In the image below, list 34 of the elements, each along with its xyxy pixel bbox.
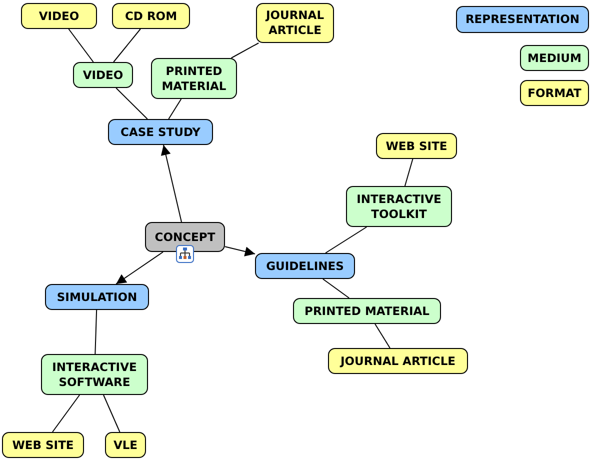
concept-node: VLE <box>105 432 146 458</box>
concept-node: PRINTED MATERIAL <box>151 58 237 99</box>
concept-node: SIMULATION <box>45 284 149 310</box>
connector-line <box>374 324 390 348</box>
concept-node: INTERACTIVE TOOLKIT <box>346 186 452 227</box>
concept-node: CASE STUDY <box>108 119 213 145</box>
concept-node: INTERACTIVE SOFTWARE <box>41 354 148 395</box>
connector-line <box>404 158 414 186</box>
concept-node: PRINTED MATERIAL <box>293 298 441 324</box>
arrow <box>116 252 164 284</box>
arrow <box>160 144 182 222</box>
concept-node: VIDEO <box>21 3 97 29</box>
connector-line <box>322 278 350 298</box>
concept-node: GUIDELINES <box>255 253 355 279</box>
connector-line <box>52 394 80 432</box>
connector-line <box>325 226 368 254</box>
connector-line <box>68 28 94 62</box>
legend-swatch: FORMAT <box>520 80 589 106</box>
concept-node: JOURNAL ARTICLE <box>328 348 468 374</box>
connector-line <box>103 394 120 432</box>
concept-node: JOURNAL ARTICLE <box>256 3 334 43</box>
legend-swatch: REPRESENTATION <box>456 6 589 33</box>
legend-swatch: MEDIUM <box>520 45 589 71</box>
concept-node: VIDEO <box>73 62 133 88</box>
connector-line <box>168 98 182 120</box>
concept-node: WEB SITE <box>2 432 84 458</box>
concept-node: WEB SITE <box>376 133 457 159</box>
connector-line <box>113 28 141 62</box>
concept-node: CONCEPT <box>145 222 225 252</box>
concept-node: CD ROM <box>112 3 190 29</box>
connector-line <box>116 88 148 120</box>
connector-line <box>94 310 98 354</box>
arrow <box>224 246 256 256</box>
connector-line <box>230 42 260 58</box>
